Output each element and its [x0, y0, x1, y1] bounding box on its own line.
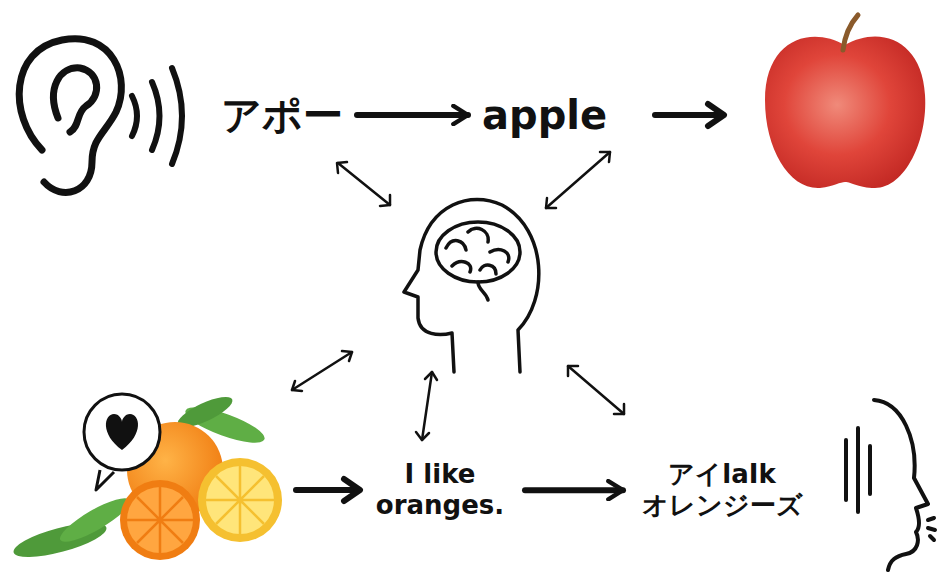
text-node: アポー — [217, 87, 347, 143]
node-label: I like oranges. — [369, 459, 511, 521]
node-label: apple — [482, 91, 607, 139]
arrow-connector — [357, 112, 468, 118]
ear-icon — [19, 39, 121, 193]
speech-bubble — [84, 394, 160, 490]
text-node: アイlaIk オレンジーズ — [633, 455, 811, 525]
arrow-connector — [525, 487, 623, 493]
sound-waves — [132, 68, 182, 164]
oranges-picture — [11, 391, 282, 564]
node-label: アポー — [221, 91, 343, 139]
arrow — [296, 479, 360, 501]
text-node: I like oranges. — [365, 455, 515, 525]
node-label: アイlaIk オレンジーズ — [637, 459, 807, 521]
text-node: apple — [478, 87, 611, 143]
double-arrow — [292, 152, 624, 440]
apple-picture — [765, 15, 925, 188]
speaking-face-icon — [846, 400, 935, 570]
brain-head-icon — [404, 199, 539, 372]
arrow — [655, 104, 724, 126]
